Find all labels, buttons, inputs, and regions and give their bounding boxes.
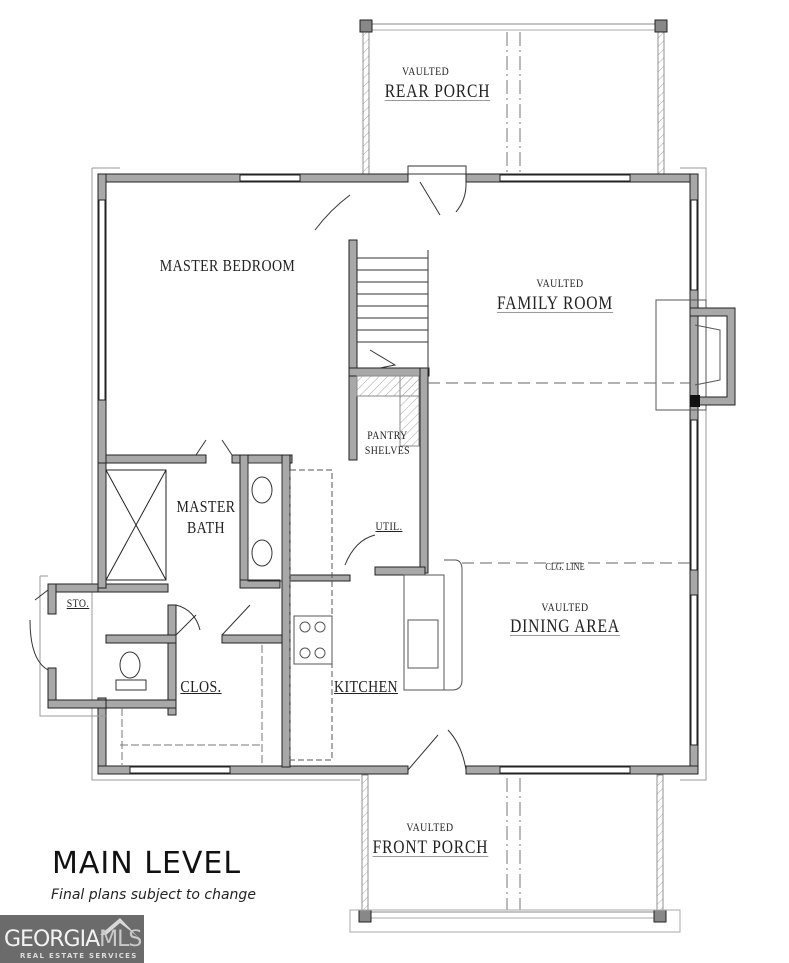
toilet [115, 651, 147, 691]
ceiling-line-label: CLG. LINE [545, 562, 585, 573]
family-room-label: FAMILY ROOM [496, 293, 614, 314]
exterior-walls [97, 173, 699, 775]
kitchen-label: KITCHEN [333, 677, 399, 696]
master-bath-label-line2: BATH [186, 518, 226, 537]
util-label: UTIL. [375, 519, 403, 533]
logo-tagline: REAL ESTATE SERVICES [20, 952, 138, 960]
dining-area-label: DINING AREA [510, 616, 620, 637]
vanity [247, 462, 283, 582]
logo-brand-main: GEORGIA [4, 927, 100, 952]
front-porch-qualifier: VAULTED [406, 820, 454, 834]
shower [105, 469, 167, 581]
front-porch-label: FRONT PORCH [372, 837, 489, 858]
storage-projection [39, 575, 107, 717]
rear-porch-label: REAR PORCH [384, 81, 491, 102]
georgia-mls-logo: GEORGIAMLS REAL ESTATE SERVICES [0, 915, 144, 963]
doors [29, 165, 467, 771]
outer-outline [91, 167, 707, 781]
pantry-label-line2: SHELVES [364, 443, 411, 457]
logo-brand-accent: MLS [99, 927, 142, 952]
kitchen-counters [289, 469, 463, 761]
logo-brand: GEORGIAMLS [4, 927, 142, 952]
interior-walls [97, 239, 430, 768]
plan-title: MAIN LEVEL [52, 846, 242, 881]
dining-area-qualifier: VAULTED [541, 600, 589, 614]
front-porch [349, 774, 681, 933]
storage-label: STO. [66, 596, 90, 610]
fireplace [655, 299, 736, 411]
ceiling-lines [428, 382, 690, 564]
pantry-label-line1: PANTRY [367, 428, 408, 442]
roof-icon [100, 918, 138, 937]
rear-porch-qualifier: VAULTED [401, 64, 450, 78]
master-bedroom-label: MASTER BEDROOM [159, 256, 296, 275]
rear-porch [359, 19, 668, 178]
plan-subtitle: Final plans subject to change [51, 887, 256, 903]
master-bath-label-line1: MASTER [176, 497, 236, 516]
closet-label: CLOS. [180, 677, 222, 696]
closet-shelves [120, 645, 263, 765]
stairs [357, 250, 429, 370]
family-room-qualifier: VAULTED [536, 276, 584, 290]
